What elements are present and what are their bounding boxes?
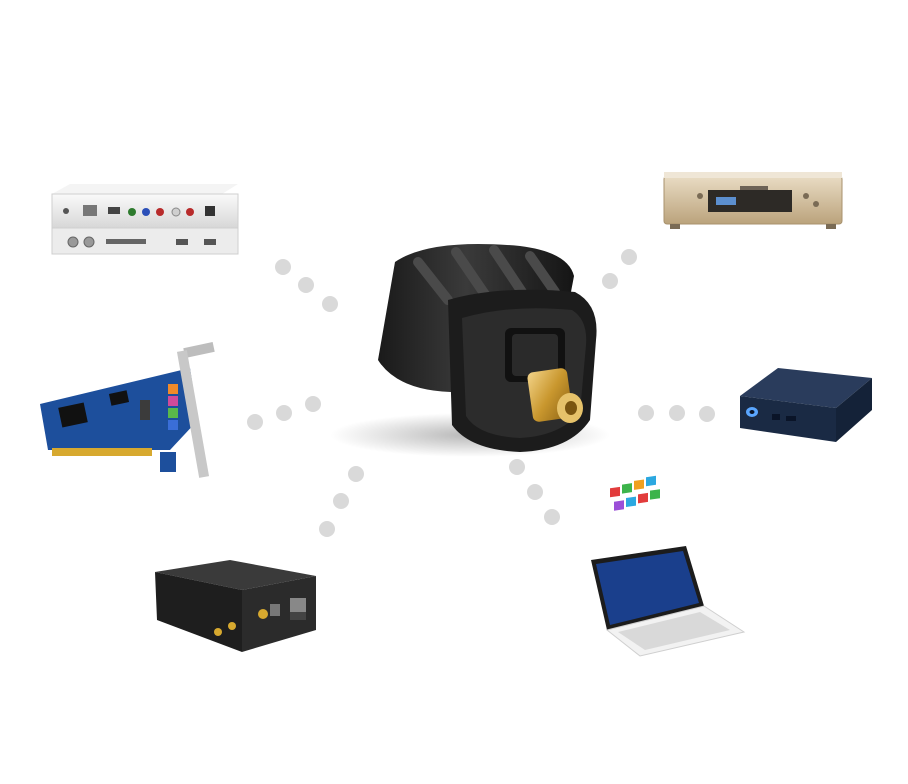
portable-media-player: [740, 368, 872, 442]
set-top-box-media-player: [51, 184, 239, 255]
connector-dots: [247, 249, 715, 537]
hifi-cd-player: [663, 172, 843, 229]
toslink-adapter: [330, 244, 610, 457]
laptop: [591, 475, 746, 657]
pci-sound-card: [40, 341, 215, 478]
audio-dac-box: [155, 560, 316, 652]
gold-tip: [527, 368, 583, 423]
